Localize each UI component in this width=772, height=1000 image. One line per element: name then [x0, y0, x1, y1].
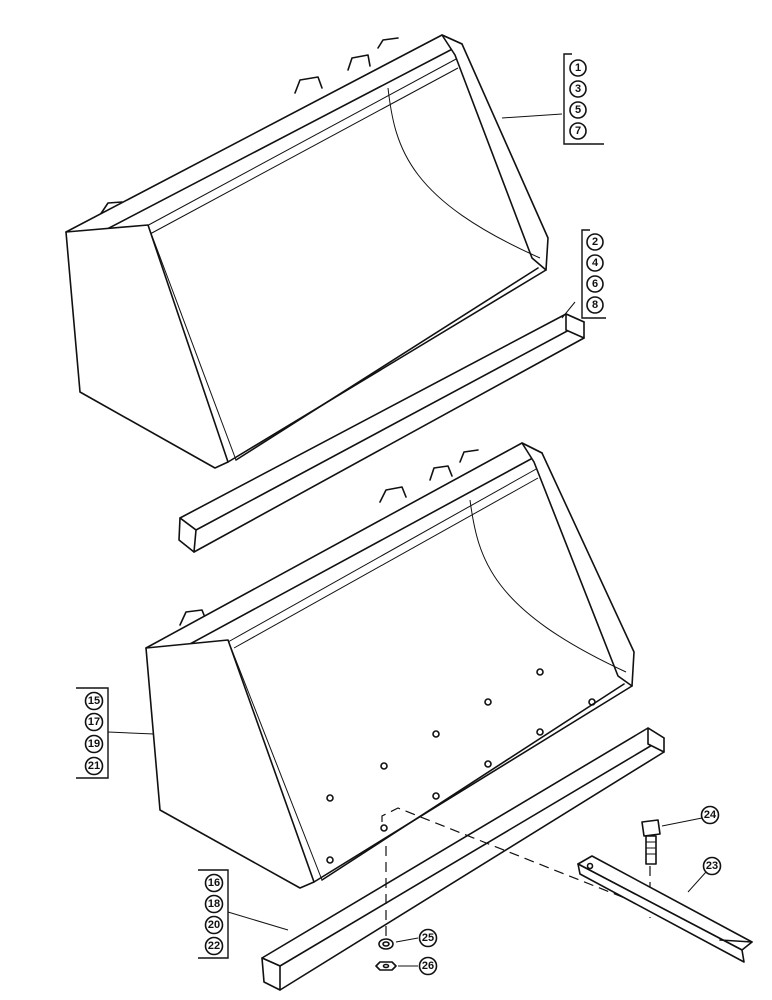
callout-group-lower-cutting-edge: 16 18 20 22	[198, 869, 229, 959]
svg-text:16: 16	[208, 877, 220, 889]
nut	[375, 961, 418, 971]
callout-2: 2	[586, 233, 604, 251]
callout-26: 26	[418, 956, 438, 976]
svg-text:21: 21	[88, 760, 100, 772]
upper-bucket	[65, 34, 563, 469]
svg-text:2: 2	[592, 236, 598, 248]
lower-cutting-edge	[227, 727, 665, 991]
callout-3: 3	[569, 80, 587, 98]
svg-text:3: 3	[575, 83, 581, 95]
svg-text:15: 15	[88, 695, 100, 707]
callout-15: 15	[84, 691, 104, 711]
floor-bolt-holes	[326, 668, 596, 864]
lower-bucket	[107, 442, 635, 889]
callout-7: 7	[569, 122, 587, 140]
bolt-on-edge	[577, 855, 753, 963]
callout-group-lower-bucket: 15 17 19 21	[76, 687, 109, 779]
svg-text:25: 25	[422, 932, 434, 944]
callout-8: 8	[586, 296, 604, 314]
callout-17: 17	[84, 712, 104, 732]
svg-text:23: 23	[706, 860, 718, 872]
callout-group-upper-bucket: 1 3 5 7	[563, 53, 604, 145]
callout-5: 5	[569, 101, 587, 119]
callout-22: 22	[204, 936, 224, 956]
svg-text:20: 20	[208, 919, 220, 931]
callout-21: 21	[84, 756, 104, 776]
callout-23: 23	[702, 856, 722, 876]
svg-text:24: 24	[704, 809, 717, 821]
svg-text:22: 22	[208, 940, 220, 952]
svg-text:8: 8	[592, 299, 598, 311]
assembly-line	[381, 807, 651, 918]
svg-text:7: 7	[575, 125, 581, 137]
svg-text:1: 1	[575, 62, 581, 74]
callout-6: 6	[586, 275, 604, 293]
callout-25: 25	[418, 928, 438, 948]
svg-text:19: 19	[88, 738, 100, 750]
svg-text:4: 4	[592, 257, 599, 269]
bolt	[641, 817, 703, 865]
svg-text:5: 5	[575, 104, 581, 116]
callout-19: 19	[84, 734, 104, 754]
callout-20: 20	[204, 915, 224, 935]
svg-text:18: 18	[208, 898, 220, 910]
svg-text:26: 26	[422, 960, 434, 972]
callout-18: 18	[204, 894, 224, 914]
callout-24: 24	[700, 805, 720, 825]
callout-group-upper-cutting-edge: 2 4 6 8	[581, 229, 606, 319]
callout-16: 16	[204, 873, 224, 893]
callout-1: 1	[569, 59, 587, 77]
washer	[378, 937, 419, 950]
svg-text:17: 17	[88, 716, 100, 728]
callout-4: 4	[586, 254, 604, 272]
svg-text:6: 6	[592, 278, 598, 290]
upper-cutting-edge	[178, 301, 585, 553]
